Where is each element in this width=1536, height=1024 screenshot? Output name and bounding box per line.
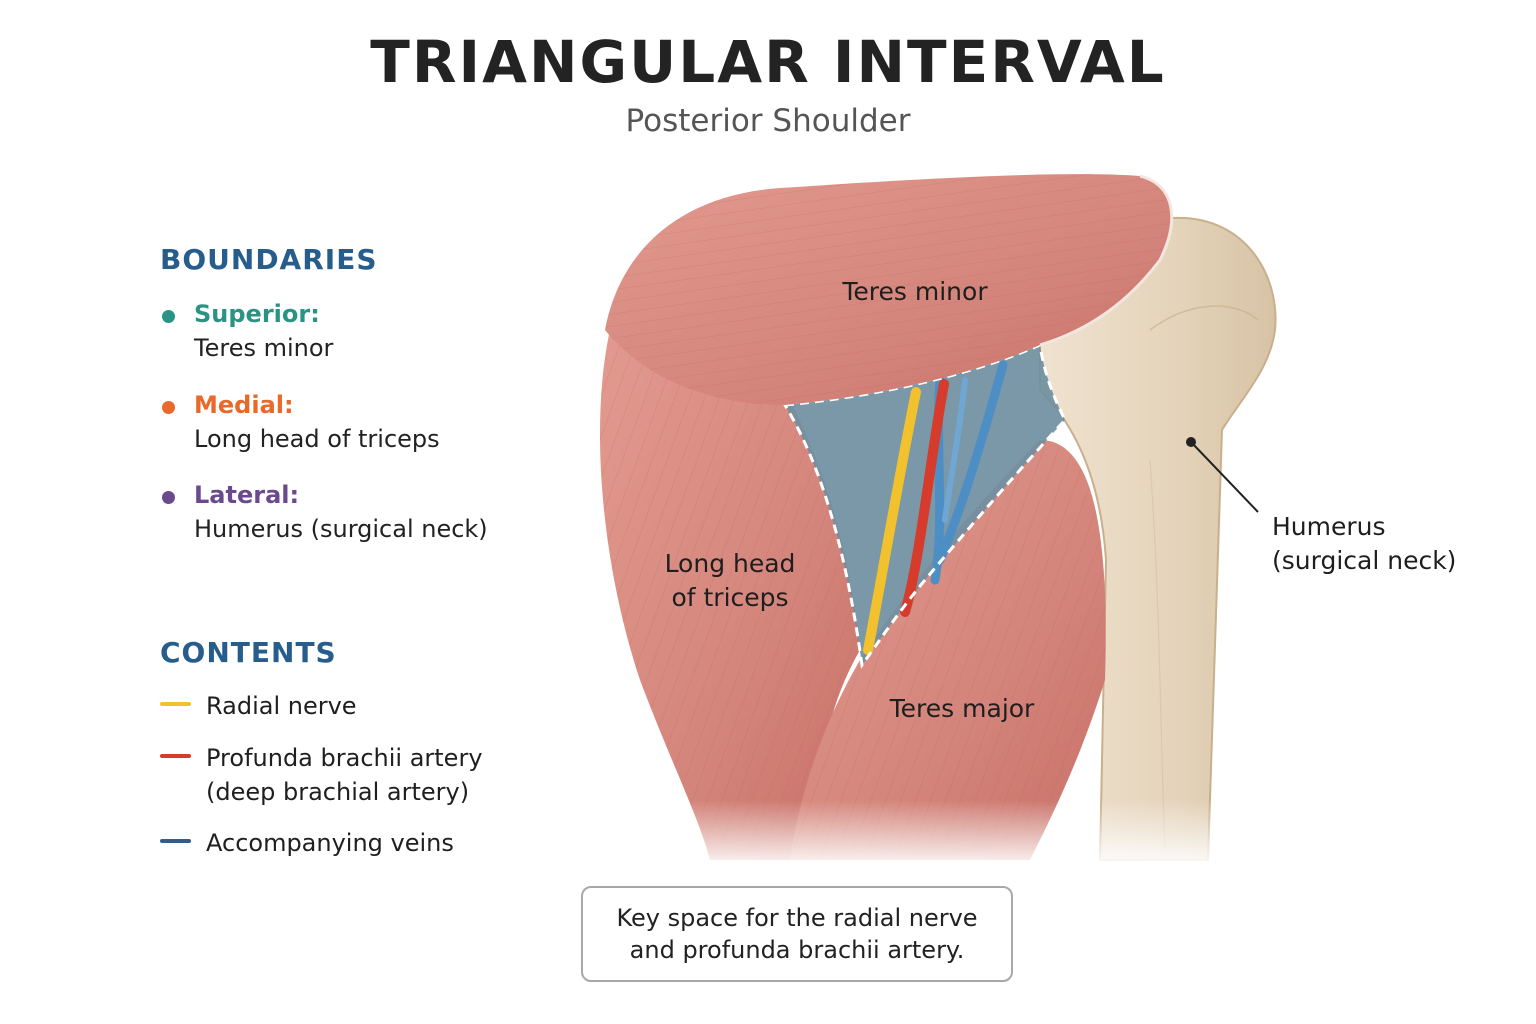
content-profunda-artery-sublabel: (deep brachial artery) [206, 778, 470, 806]
triangular-interval-space [782, 342, 1067, 669]
humerus-leader-line [1190, 441, 1259, 513]
boundary-medial-label: Medial: [194, 391, 294, 419]
long-head-triceps-muscle [600, 330, 860, 860]
bottom-fade [580, 800, 1260, 870]
vein-vessel-2 [935, 360, 1008, 565]
content-profunda-artery-label: Profunda brachii artery [206, 744, 483, 772]
teres-minor-muscle [605, 174, 1174, 405]
note-line1: Key space for the radial nerve [616, 904, 978, 932]
medial-dot-icon [162, 401, 175, 414]
key-note-box: Key space for the radial nerve and profu… [581, 886, 1013, 982]
humerus-label-line1: Humerus [1272, 512, 1386, 541]
radial-nerve-vessel [863, 387, 921, 655]
long-head-label-line2: of triceps [671, 583, 789, 612]
boundary-lateral-value: Humerus (surgical neck) [194, 515, 488, 543]
teres-major-label: Teres major [889, 694, 1035, 723]
vein-swatch-icon [160, 839, 191, 843]
page-title: TRIANGULAR INTERVAL [370, 28, 1166, 96]
boundaries-heading: BOUNDARIES [160, 243, 378, 276]
boundary-lateral-label: Lateral: [194, 481, 300, 509]
teres-major-muscle [790, 440, 1106, 860]
contents-heading: CONTENTS [160, 636, 337, 669]
content-radial-nerve-label: Radial nerve [206, 692, 357, 720]
long-head-label: Long head of triceps [640, 547, 820, 615]
page-subtitle: Posterior Shoulder [625, 103, 911, 139]
humerus-label: Humerus (surgical neck) [1272, 510, 1456, 578]
boundary-medial-value: Long head of triceps [194, 425, 440, 453]
artery-vessel [900, 379, 949, 617]
humerus-label-line2: (surgical neck) [1272, 546, 1457, 575]
note-line2: and profunda brachii artery. [629, 936, 965, 964]
radial-nerve-swatch-icon [160, 702, 191, 706]
content-veins-label: Accompanying veins [206, 829, 454, 857]
teres-minor-label: Teres minor [842, 277, 988, 306]
lateral-dot-icon [162, 491, 175, 504]
boundary-superior-label: Superior: [194, 300, 320, 328]
superior-dot-icon [162, 310, 175, 323]
artery-swatch-icon [160, 754, 191, 758]
boundary-superior-value: Teres minor [194, 334, 334, 362]
long-head-label-line1: Long head [664, 549, 796, 578]
